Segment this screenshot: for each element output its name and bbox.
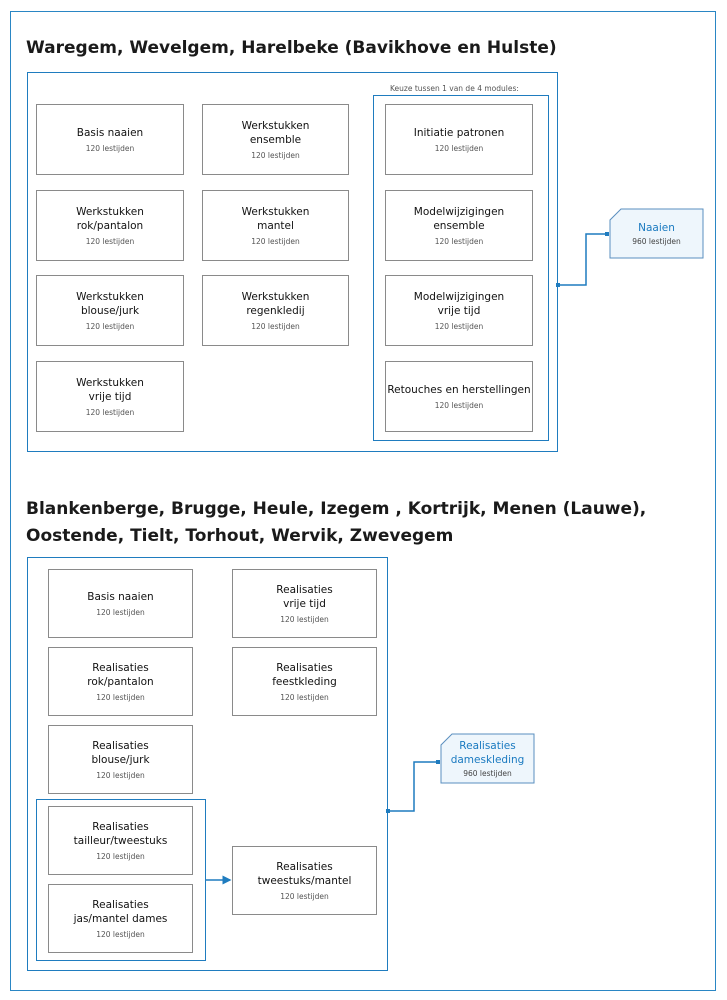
module-name: Basis naaien (76, 127, 144, 139)
module-name: Werkstukken ensemble (241, 120, 310, 146)
section2-group (27, 557, 388, 971)
module-card: Werkstukken rok/pantalon 120 lestijden (36, 190, 184, 261)
choice-module-card: Initiatie patronen 120 lestijden (385, 104, 533, 175)
module-hours: 120 lestijden (96, 930, 145, 939)
section1-choice-group (373, 95, 549, 441)
module-hours: 120 lestijden (251, 322, 300, 331)
choice-module-card: Retouches en herstellingen 120 lestijden (385, 361, 533, 432)
module-hours: 120 lestijden (85, 408, 135, 417)
module-name: Werkstukken regenkledij (241, 291, 310, 317)
module-card: Werkstukken blouse/jurk 120 lestijden (36, 275, 184, 346)
section2-combined-group (36, 799, 206, 961)
module-name: Basis naaien (87, 591, 154, 603)
connector-section2 (386, 760, 440, 813)
module-hours: 120 lestijden (85, 322, 135, 331)
module-hours: 120 lestijden (251, 237, 300, 246)
choice-module-card: Modelwijzigingen ensemble 120 lestijden (385, 190, 533, 261)
module-name: Realisaties feestkleding (272, 662, 337, 688)
module-card: Realisaties feestkleding 120 lestijden (232, 647, 377, 716)
module-name: Retouches en herstellingen (387, 384, 531, 396)
section1-group (27, 72, 558, 452)
module-card: Basis naaien 120 lestijden (36, 104, 184, 175)
module-hours: 120 lestijden (280, 615, 329, 624)
outer-frame (10, 11, 716, 991)
section1-title: Waregem, Wevelgem, Harelbeke (Bavikhove … (26, 38, 557, 58)
result-hours: 960 lestijden (632, 237, 681, 246)
module-hours: 120 lestijden (434, 322, 484, 331)
module-hours: 120 lestijden (96, 693, 145, 702)
module-card: Realisaties rok/pantalon 120 lestijden (48, 647, 193, 716)
tag-shape (440, 733, 535, 784)
module-name: Initiatie patronen (413, 127, 505, 139)
module-card: Realisaties tweestuks/mantel 120 lestijd… (232, 846, 377, 915)
module-hours: 120 lestijden (251, 151, 300, 160)
module-name: Werkstukken mantel (241, 206, 310, 232)
module-hours: 120 lestijden (96, 852, 145, 861)
result-hours: 960 lestijden (463, 769, 512, 778)
module-name: Realisaties tweestuks/mantel (257, 861, 352, 887)
module-hours: 120 lestijden (96, 771, 145, 780)
module-name: Modelwijzigingen ensemble (413, 206, 505, 232)
module-name: Werkstukken vrije tijd (76, 377, 144, 403)
module-hours: 120 lestijden (434, 237, 484, 246)
module-name: Realisaties rok/pantalon (87, 662, 154, 688)
result-tag-dameskleding: Realisaties dameskleding 960 lestijden (440, 733, 535, 784)
choice-note: Keuze tussen 1 van de 4 modules: (390, 84, 519, 93)
module-card: Werkstukken ensemble 120 lestijden (202, 104, 349, 175)
result-name: Realisaties dameskleding (450, 740, 525, 766)
module-card: Realisaties tailleur/tweestuks 120 lesti… (48, 806, 193, 875)
module-card: Werkstukken vrije tijd 120 lestijden (36, 361, 184, 432)
module-name: Modelwijzigingen vrije tijd (413, 291, 505, 317)
module-hours: 120 lestijden (434, 144, 484, 153)
module-hours: 120 lestijden (280, 693, 329, 702)
module-card: Werkstukken regenkledij 120 lestijden (202, 275, 349, 346)
result-tag-naaien: Naaien 960 lestijden (609, 208, 704, 259)
module-card: Werkstukken mantel 120 lestijden (202, 190, 349, 261)
module-hours: 120 lestijden (85, 237, 135, 246)
module-card: Basis naaien 120 lestijden (48, 569, 193, 638)
choice-module-card: Modelwijzigingen vrije tijd 120 lestijde… (385, 275, 533, 346)
module-card: Realisaties blouse/jurk 120 lestijden (48, 725, 193, 794)
section2-title-line1: Blankenberge, Brugge, Heule, Izegem , Ko… (26, 499, 647, 519)
module-card: Realisaties jas/mantel dames 120 lestijd… (48, 884, 193, 953)
module-name: Realisaties vrije tijd (276, 584, 333, 610)
connector-section1 (556, 232, 609, 287)
module-name: Realisaties blouse/jurk (91, 740, 150, 766)
module-card: Realisaties vrije tijd 120 lestijden (232, 569, 377, 638)
module-name: Werkstukken rok/pantalon (76, 206, 144, 232)
module-hours: 120 lestijden (96, 608, 145, 617)
module-hours: 120 lestijden (85, 144, 135, 153)
module-name: Realisaties jas/mantel dames (73, 899, 168, 925)
module-hours: 120 lestijden (434, 401, 484, 410)
module-name: Realisaties tailleur/tweestuks (73, 821, 168, 847)
result-name: Naaien (638, 222, 675, 234)
section2-title-line2: Oostende, Tielt, Torhout, Wervik, Zweveg… (26, 526, 454, 546)
module-name: Werkstukken blouse/jurk (76, 291, 144, 317)
tag-shape (609, 208, 704, 259)
module-hours: 120 lestijden (280, 892, 329, 901)
